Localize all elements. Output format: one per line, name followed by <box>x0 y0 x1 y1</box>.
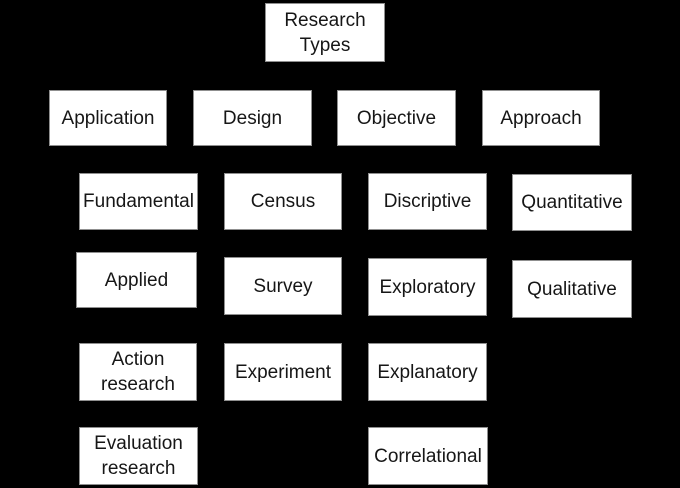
node-applied: Applied <box>76 252 197 308</box>
node-objective: Objective <box>337 90 456 146</box>
node-evaluation-research: Evaluation research <box>79 427 198 485</box>
node-fundamental: Fundamental <box>79 173 198 230</box>
node-qualitative: Qualitative <box>512 260 632 318</box>
node-design: Design <box>193 90 312 146</box>
node-explanatory: Explanatory <box>368 343 487 401</box>
node-application: Application <box>49 90 167 146</box>
node-census: Census <box>224 173 342 230</box>
node-action-research: Action research <box>79 343 197 401</box>
node-approach: Approach <box>482 90 600 146</box>
node-research-types: Research Types <box>265 3 385 62</box>
node-survey: Survey <box>224 257 342 315</box>
node-discriptive: Discriptive <box>368 173 487 230</box>
node-quantitative: Quantitative <box>512 174 632 231</box>
node-exploratory: Exploratory <box>368 258 487 316</box>
node-correlational: Correlational <box>368 427 488 485</box>
node-experiment: Experiment <box>224 343 342 401</box>
